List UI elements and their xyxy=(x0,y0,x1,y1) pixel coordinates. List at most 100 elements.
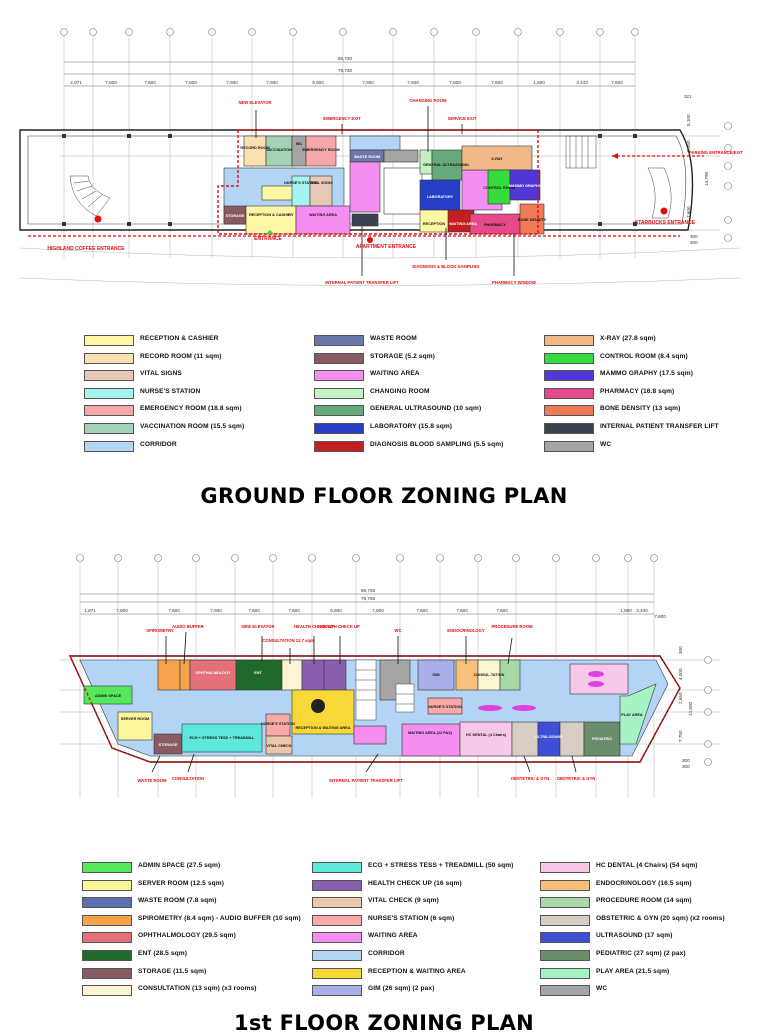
annotation-waste: WASTE ROOM xyxy=(137,778,167,783)
legend-label: OBSTETRIC & GYN (20 sqm) (x2 rooms) xyxy=(596,914,725,922)
room-label: VACCINATION xyxy=(266,148,292,152)
dimension-side: 300 xyxy=(690,234,698,239)
ent-room xyxy=(235,659,283,691)
dimension-side: 300 xyxy=(682,758,690,763)
ground-floor-plan: 86,730 79,730 2,071 7,600 7,600 7,600 7,… xyxy=(0,18,768,303)
legend-swatch xyxy=(312,862,362,873)
legend-label: PLAY AREA (21.5 sqm) xyxy=(596,967,670,975)
legend-swatch xyxy=(540,985,590,997)
room-label: WAITING AREA xyxy=(309,213,337,217)
legend-label: LABORATORY (15.8 sqm) xyxy=(370,422,453,430)
legend-label: WASTE ROOM (7.8 sqm) xyxy=(138,897,217,905)
dimension-span: 2,071 xyxy=(70,80,82,85)
legend-label: RECEPTION & CASHIER xyxy=(140,335,219,342)
dimension-side: 321 xyxy=(684,94,692,99)
admin-space xyxy=(83,685,133,705)
annotation-obstetric: OBSTETRIC & GYN xyxy=(511,776,550,781)
room-label: EMERGENCY ROOM xyxy=(302,148,339,152)
legend-swatch xyxy=(84,335,134,346)
annotation-emergency-exit: EMERGENCY EXIT xyxy=(323,116,361,121)
entrance-marker xyxy=(367,237,373,243)
annotation-transfer-lift: INTERNAL PATIENT TRANSFER LIFT xyxy=(325,280,399,285)
legend-swatch xyxy=(312,949,362,961)
waiting-area xyxy=(401,723,461,757)
legend-swatch xyxy=(84,370,134,382)
legend-swatch xyxy=(82,879,132,891)
annotation-changing-room: CHANGING ROOM xyxy=(410,98,448,103)
legend-swatch xyxy=(84,405,134,417)
legend-label: WC xyxy=(600,440,612,448)
legend-swatch xyxy=(544,422,594,434)
legend-swatch xyxy=(312,914,362,926)
legend-swatch xyxy=(82,967,132,979)
ground-floor-drawing: 86,730 79,730 2,071 7,600 7,600 7,600 7,… xyxy=(19,28,743,286)
room-label: WASTE ROOM xyxy=(354,155,380,159)
reception-waiting xyxy=(291,689,355,735)
first-floor-title: 1st FLOOR ZONING PLAN xyxy=(233,1011,535,1035)
annotation-obstetric: OBSTETRIC & GYN xyxy=(557,776,596,781)
spirometry-room xyxy=(157,659,181,691)
legend-label: X-RAY (27.8 sqm) xyxy=(600,335,656,342)
dimension-span: 7,600 xyxy=(248,608,260,613)
legend-label: CONSULTATION (13 sqm) (x3 rooms) xyxy=(138,985,257,993)
gim-room xyxy=(417,659,455,691)
legend-label: PEDIATRIC (27 sqm) (2 pax) xyxy=(596,949,686,957)
legend-swatch xyxy=(312,932,362,944)
room-label: ENT xyxy=(254,671,262,675)
annotation-new-elevator: NEW ELEVATOR xyxy=(238,100,271,105)
legend-swatch xyxy=(312,985,362,997)
room-label: X-RAY xyxy=(491,157,503,161)
legend-label: EMERGENCY ROOM (18.8 sqm) xyxy=(140,405,242,413)
legend-swatch xyxy=(312,967,362,979)
annotation-health-check: HEALTH CHECK UP xyxy=(294,624,334,629)
laboratory xyxy=(419,179,461,211)
legend-swatch xyxy=(314,387,364,399)
legend-swatch xyxy=(314,422,364,434)
dimension-span: 7,600 xyxy=(288,608,300,613)
dimension-side: 300 xyxy=(690,240,698,245)
legend-label: CHANGING ROOM xyxy=(370,387,430,395)
dimension-side: 7,750 xyxy=(678,730,683,742)
legend-label: DIAGNOSIS BLOOD SAMPLING (5.5 sqm) xyxy=(370,440,504,448)
consultation-room xyxy=(281,659,303,691)
dimension-span: 7,600 xyxy=(491,80,503,85)
dimension-span: 1,871 xyxy=(84,608,96,613)
legend-swatch xyxy=(82,862,132,873)
play-area xyxy=(619,683,657,745)
legend-label: CORRIDOR xyxy=(368,949,405,957)
dimension-span: 3,440 xyxy=(636,608,648,613)
room-label: CONTROL ROOM xyxy=(483,186,515,190)
annotation-consultation-bottom: CONSULTATION xyxy=(172,776,204,781)
dimension-span: 7,600 xyxy=(449,80,461,85)
legend-label: GENERAL ULTRASOUND (10 sqm) xyxy=(370,405,482,413)
first-floor-legend: ADMIN SPACE (27.5 sqm)SERVER ROOM (12.5 … xyxy=(0,860,768,1000)
legend-label: HC DENTAL (4 Chairs) (54 sqm) xyxy=(596,862,698,869)
legend-label: SERVER ROOM (12.5 sqm) xyxy=(138,879,224,887)
dimension-sub-overall: 79,755 xyxy=(361,596,375,601)
legend-swatch xyxy=(312,897,362,909)
room-label: RECEPTION xyxy=(423,222,445,226)
annotation-health-check: HEALTH CHECK UP xyxy=(320,624,360,629)
legend-swatch xyxy=(544,335,594,346)
emergency-room xyxy=(305,135,337,167)
legend-swatch xyxy=(540,967,590,979)
xray-room xyxy=(461,145,533,171)
legend-swatch xyxy=(84,422,134,434)
legend-swatch xyxy=(314,370,364,382)
legend-label: STORAGE (5.2 sqm) xyxy=(370,352,435,360)
room-label: RECORD ROOM xyxy=(240,146,269,150)
room-label: VITAL CHECK xyxy=(266,744,291,748)
zone-boundary xyxy=(217,129,539,235)
legend-label: ENDOCRINOLOGY (16.5 sqm) xyxy=(596,879,692,887)
dimension-side: 8,100 xyxy=(686,114,691,126)
entrance-marker xyxy=(660,207,668,215)
legend-label: WC xyxy=(596,985,608,993)
annotation-parking: PARKING ENTRANCE/EXIT xyxy=(689,150,743,155)
legend-swatch xyxy=(540,914,590,926)
dimension-side: 300 xyxy=(678,646,683,654)
legend-swatch xyxy=(82,932,132,944)
legend-swatch xyxy=(540,932,590,944)
dimension-span: 3,443 xyxy=(576,80,588,85)
room-label: LABORATORY xyxy=(427,195,454,199)
hc-dental xyxy=(459,721,513,757)
